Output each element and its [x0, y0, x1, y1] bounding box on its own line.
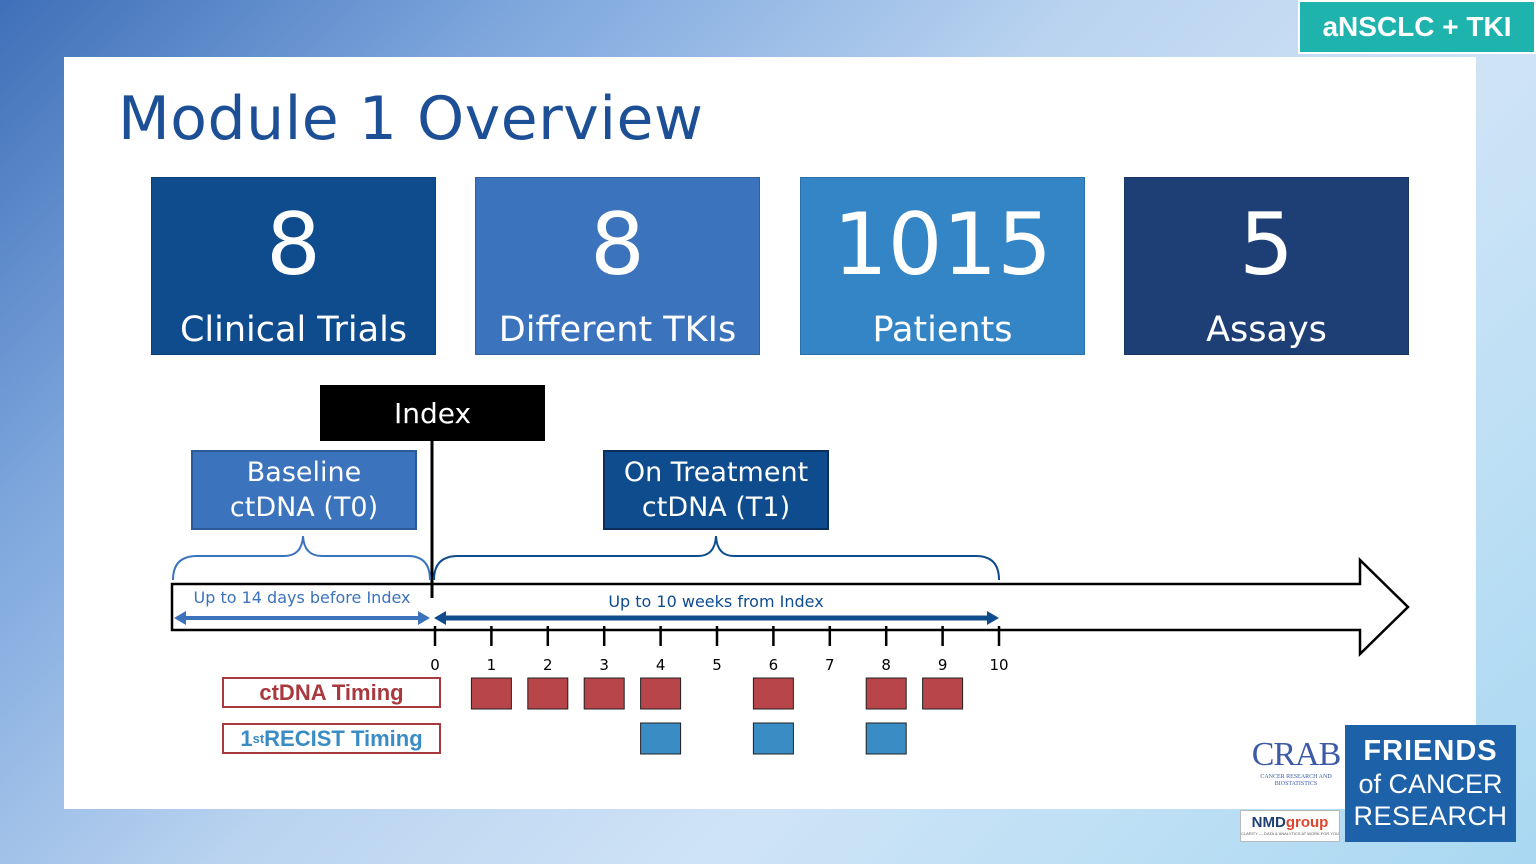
week-ticks: 0 1 2 3 4 5 6 7 8 9 10 — [430, 626, 1009, 674]
baseline-window-label: Up to 14 days before Index — [193, 588, 410, 607]
ctdna-square-week-3 — [583, 677, 625, 710]
stat-value: 5 — [1239, 195, 1294, 295]
week-tick-label-9: 9 — [938, 656, 948, 674]
week-tick-label-7: 7 — [825, 656, 835, 674]
crab-logo: CRAB CANCER RESEARCH AND BIOSTATISTICS — [1250, 736, 1342, 804]
week-tick-label-2: 2 — [543, 656, 553, 674]
foc-line-3: RESEARCH — [1353, 801, 1508, 831]
timing-squares — [470, 677, 964, 755]
foc-line-2: of CANCER — [1358, 769, 1503, 799]
baseline-ctdna-box: Baseline ctDNA (T0) — [191, 450, 417, 530]
treatment-line-1: On Treatment — [623, 457, 809, 488]
stat-label: Clinical Trials — [179, 310, 408, 350]
ctdna-square-week-6 — [752, 677, 794, 710]
week-tick-label-5: 5 — [712, 656, 722, 674]
week-tick-label-4: 4 — [656, 656, 666, 674]
crab-logo-text: CRAB — [1251, 736, 1342, 773]
stat-label: Patients — [872, 310, 1013, 350]
timeline-arrow — [170, 557, 1410, 657]
week-tick-label-6: 6 — [769, 656, 779, 674]
treatment-window-label: Up to 10 weeks from Index — [608, 592, 823, 611]
topic-badge: aNSCLC + TKI — [1298, 0, 1536, 54]
week-tick-label-1: 1 — [487, 656, 497, 674]
week-tick-label-8: 8 — [881, 656, 891, 674]
baseline-arrowhead-right — [418, 611, 430, 625]
index-label: Index — [320, 385, 545, 441]
stat-card-patients: 1015 Patients — [800, 177, 1085, 355]
stat-card-clinical-trials: 8 Clinical Trials — [151, 177, 436, 355]
treatment-brace — [433, 535, 1000, 581]
crab-logo-subtext: CANCER RESEARCH AND BIOSTATISTICS — [1260, 774, 1332, 787]
baseline-arrowhead-left — [174, 611, 186, 625]
baseline-line-1: Baseline — [246, 457, 362, 488]
page-title: Module 1 Overview — [118, 84, 704, 154]
week-tick-label-0: 0 — [430, 656, 440, 674]
friends-of-cancer-research-logo: FRIENDS of CANCER RESEARCH — [1345, 725, 1516, 842]
stat-value: 1015 — [833, 195, 1052, 295]
treatment-line-2: ctDNA (T1) — [641, 492, 791, 523]
recist-legend-text: RECIST Timing — [264, 725, 423, 751]
recist-square-week-4 — [640, 722, 682, 755]
on-treatment-ctdna-box: On Treatment ctDNA (T1) — [603, 450, 829, 530]
stat-label: Assays — [1206, 310, 1327, 350]
ctdna-square-week-8 — [865, 677, 907, 710]
baseline-brace — [172, 535, 431, 581]
treatment-arrowhead-left — [434, 611, 446, 625]
stat-label: Different TKIs — [498, 310, 737, 350]
ctdna-square-week-2 — [527, 677, 569, 710]
recist-square-week-6 — [752, 722, 794, 755]
ctdna-square-week-1 — [470, 677, 512, 710]
ctdna-square-week-4 — [640, 677, 682, 710]
ctdna-timing-legend: ctDNA Timing — [222, 677, 441, 708]
nmd-logo-tagline: CLARITY — DATA & ANALYTICS AT WORK FOR Y… — [1241, 831, 1339, 836]
treatment-arrowhead-right — [987, 611, 999, 625]
recist-square-week-8 — [865, 722, 907, 755]
nmd-logo-b: group — [1285, 814, 1329, 831]
nmd-logo-a: NMD — [1251, 814, 1286, 831]
stat-value: 8 — [590, 195, 645, 295]
stat-card-different-tkis: 8 Different TKIs — [475, 177, 760, 355]
recist-legend-sup: st — [252, 731, 265, 746]
foc-line-1: FRIENDS — [1363, 735, 1498, 767]
stat-value: 8 — [266, 195, 321, 295]
week-tick-label-3: 3 — [599, 656, 609, 674]
ctdna-square-week-9 — [922, 677, 964, 710]
nmd-group-logo: NMDgroup CLARITY — DATA & ANALYTICS AT W… — [1240, 810, 1340, 842]
baseline-line-2: ctDNA (T0) — [229, 492, 379, 523]
recist-legend-number: 1 — [240, 725, 253, 751]
week-tick-label-10: 10 — [989, 656, 1008, 674]
stat-card-assays: 5 Assays — [1124, 177, 1409, 355]
